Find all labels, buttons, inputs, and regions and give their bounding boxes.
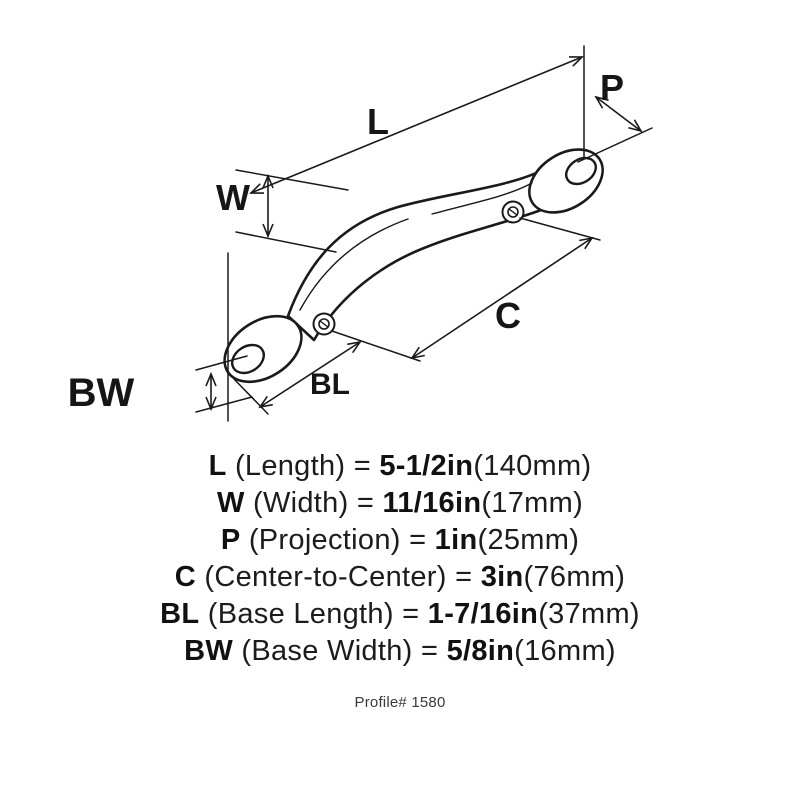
equals-sign: = — [420, 635, 439, 667]
dim-label-c: C — [495, 295, 521, 336]
dim-label-bw: BW — [68, 371, 135, 415]
dimension-legend: L (Length) = 5-1/2in(140mm) W (Width) = … — [0, 448, 800, 670]
legend-abbr: C — [174, 561, 197, 593]
legend-name: (Base Length) — [207, 598, 394, 630]
handle-bevel-line — [299, 218, 409, 311]
p-extension-line — [577, 127, 653, 163]
equals-sign: = — [353, 450, 371, 482]
upper-screw-slot — [508, 208, 518, 216]
profile-number: Profile# 1580 — [354, 694, 446, 711]
legend-value: 5/8in — [446, 635, 515, 667]
equals-sign: = — [402, 598, 420, 630]
legend-value: 3in — [480, 561, 524, 593]
legend-value: 1in — [434, 524, 478, 556]
legend-abbr: P — [220, 524, 241, 556]
p-dimension-line — [594, 95, 643, 133]
legend-name: (Center-to-Center) — [204, 561, 447, 593]
c-extension-line-upper — [519, 217, 601, 241]
lower-screw-slot — [319, 320, 329, 328]
legend-name: (Base Width) — [241, 635, 413, 667]
legend-row-center-to-center: C (Center-to-Center) = 3in(76mm) — [0, 559, 800, 596]
legend-metric: (140mm) — [473, 450, 592, 482]
bw-extension-line-bottom — [195, 396, 253, 413]
equals-sign: = — [356, 487, 375, 519]
dim-label-p: P — [600, 67, 624, 108]
legend-row-length: L (Length) = 5-1/2in(140mm) — [0, 448, 800, 485]
dim-label-l: L — [367, 101, 389, 142]
legend-metric: (25mm) — [477, 524, 580, 556]
dim-label-bl: BL — [310, 368, 350, 401]
legend-row-base-width: BW (Base Width) = 5/8in(16mm) — [0, 633, 800, 670]
legend-row-base-length: BL (Base Length) = 1-7/16in(37mm) — [0, 596, 800, 633]
legend-value: 11/16in — [382, 487, 482, 519]
bw-extension-line-top — [195, 355, 248, 371]
legend-metric: (16mm) — [514, 635, 616, 667]
legend-abbr: L — [208, 450, 227, 482]
legend-metric: (37mm) — [538, 598, 640, 630]
legend-metric: (17mm) — [481, 487, 584, 519]
legend-value: 1-7/16in — [427, 598, 539, 630]
legend-abbr: BW — [184, 635, 234, 667]
equals-sign: = — [455, 561, 473, 593]
c-extension-line-lower — [331, 330, 421, 362]
bl-dimension-line — [258, 340, 362, 409]
equals-sign: = — [409, 524, 427, 556]
legend-abbr: W — [216, 487, 245, 519]
handle-dimension-drawing: L P W C BL BW — [68, 45, 653, 422]
legend-name: (Projection) — [248, 524, 401, 556]
w-extension-line-top — [235, 169, 349, 191]
legend-row-width: W (Width) = 11/16in(17mm) — [0, 485, 800, 522]
legend-metric: (76mm) — [523, 561, 626, 593]
c-dimension-line — [410, 236, 594, 360]
legend-name: (Width) — [252, 487, 349, 519]
w-extension-line-bottom — [235, 231, 337, 253]
dim-label-w: W — [216, 177, 250, 218]
legend-abbr: BL — [160, 598, 200, 630]
l-dimension-line — [249, 56, 584, 194]
legend-row-projection: P (Projection) = 1in(25mm) — [0, 522, 800, 559]
legend-value: 5-1/2in — [379, 450, 474, 482]
legend-name: (Length) — [234, 450, 346, 482]
